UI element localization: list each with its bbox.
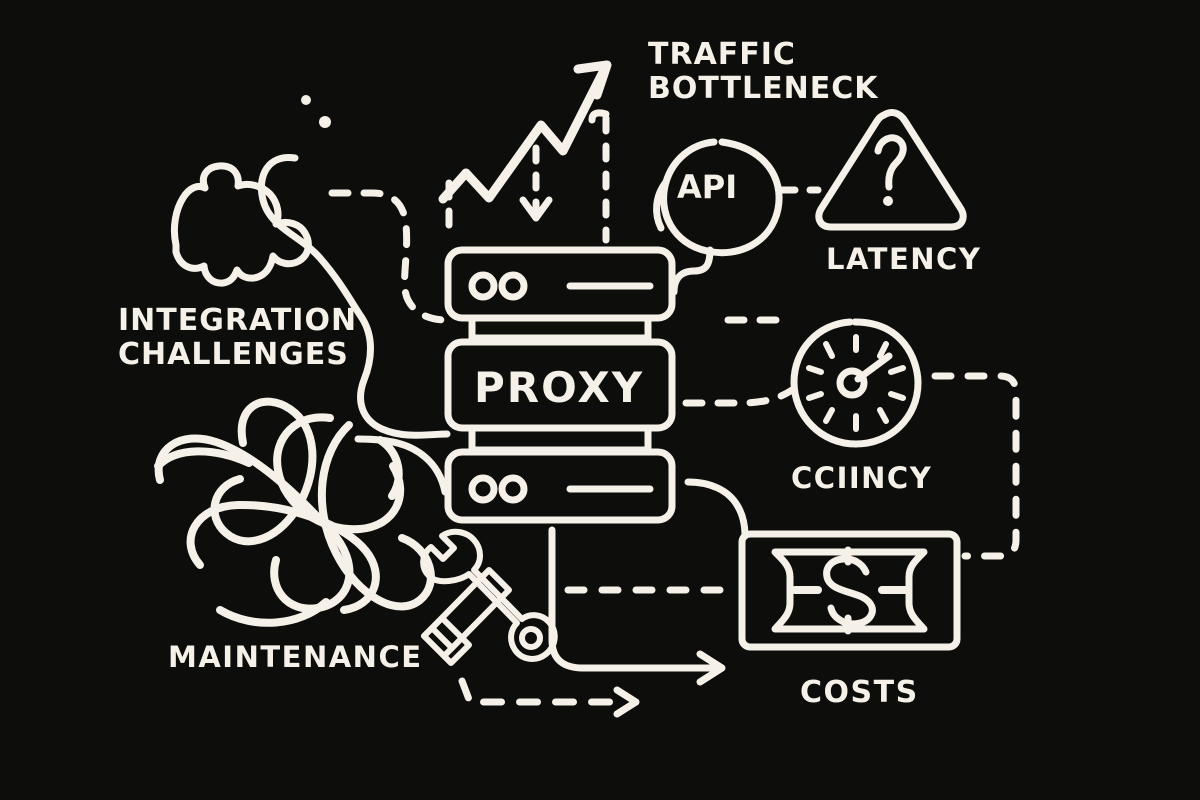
warning-exclamation-dot [883, 196, 893, 206]
server-middle-unit [444, 338, 676, 432]
server-bottom-unit [444, 448, 676, 524]
down-arrowhead [519, 196, 553, 222]
gauge-hub [836, 367, 868, 399]
latency-label: LATENCY [826, 242, 982, 276]
ccincy-label: CCIINCY [791, 461, 933, 495]
proxy-label: PROXY [474, 363, 645, 412]
server-led-bottom-1 [468, 474, 498, 504]
gauge-clock-icon [790, 318, 922, 448]
integration-challenges-label: INTEGRATION CHALLENGES [118, 303, 358, 372]
api-label: API [677, 168, 738, 206]
warning-triangle-icon [815, 109, 967, 231]
connector-proxy-to-costs [548, 526, 726, 686]
connector-proxy-to-gauge-lower [682, 386, 796, 407]
connector-api-to-proxy [670, 246, 714, 296]
traffic-bottleneck-label: TRAFFIC BOTTLENECK [648, 37, 879, 106]
connector-proxy-right-down [684, 478, 749, 540]
vertical-dash-cap [588, 109, 610, 124]
dollar-s-curve [823, 555, 876, 628]
connector-bottom-dashed-arrow [458, 677, 624, 706]
server-led-top-1 [468, 271, 498, 301]
connector-gauge-to-money [931, 372, 1020, 560]
server-stack-icon [444, 246, 676, 524]
server-led-bottom-2 [498, 474, 528, 504]
trend-up-arrow-icon [438, 60, 612, 204]
tangled-knot-icon [154, 397, 435, 627]
maintenance-label: MAINTENANCE [168, 640, 423, 674]
bottom-arrowhead [613, 686, 640, 718]
gauge-tick-marks [806, 334, 906, 432]
costs-label: COSTS [800, 675, 919, 710]
decorative-dots [301, 95, 331, 128]
banknote-dollar-icon [738, 530, 961, 651]
connector-puzzle-to-proxy [258, 154, 451, 439]
server-led-top-2 [498, 271, 528, 301]
banknote-border [738, 530, 961, 651]
connector-dashed-upper-left [328, 189, 456, 324]
tools-wrench-screwdriver-icon [420, 528, 558, 666]
banknote-inner-frame [771, 548, 928, 633]
connector-knot-to-proxy [354, 435, 449, 496]
puzzle-piece-icon [170, 162, 312, 287]
